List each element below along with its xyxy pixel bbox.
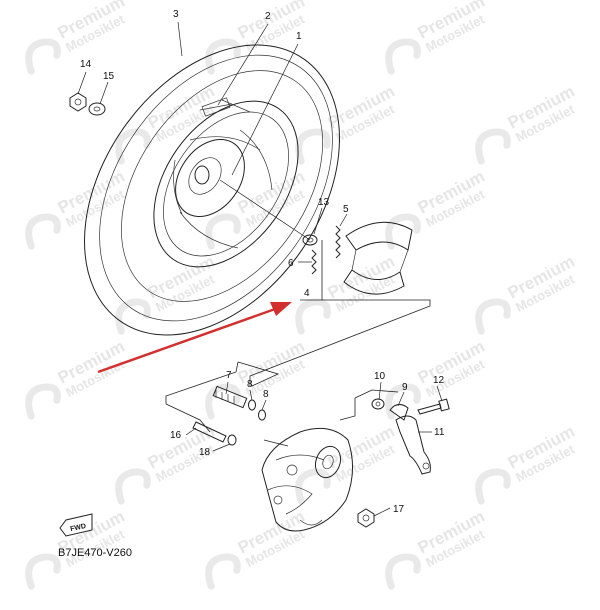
callout-6: 6	[288, 258, 294, 269]
wheel-rim	[153, 97, 299, 268]
watermark-logo-icon	[295, 298, 331, 335]
watermark-logo-icon	[25, 213, 61, 250]
watermark-logo-icon	[475, 128, 511, 165]
brake-lever-11	[395, 415, 431, 475]
callout-1: 1	[296, 31, 302, 42]
callout-3: 3	[173, 9, 179, 20]
callout-12: 12	[433, 375, 445, 386]
watermark-logo-icon	[475, 298, 511, 335]
watermark-logo-icon	[115, 298, 151, 335]
watermark-logo-icon	[385, 213, 421, 250]
watermark-logo-icon	[205, 213, 241, 250]
watermark-logo-icon	[205, 383, 241, 420]
callout-16: 16	[170, 430, 182, 441]
leader-lines	[77, 21, 443, 517]
pin-16	[192, 421, 227, 443]
drawing-code: B7JE470-V260	[58, 547, 132, 559]
callout-14: 14	[80, 59, 92, 70]
spring-5	[335, 225, 341, 259]
watermark-logo-icon	[115, 128, 151, 165]
washer-15	[88, 102, 106, 116]
callout-7: 7	[226, 370, 232, 381]
watermark-logo-icon	[385, 38, 421, 75]
callout-17: 17	[393, 504, 405, 515]
callout-5: 5	[343, 204, 349, 215]
callout-9: 9	[402, 382, 408, 393]
watermark-logo-icon	[385, 553, 421, 590]
callout-8b: 8	[263, 389, 269, 400]
fwd-direction-icon: FWD	[59, 513, 93, 537]
watermark-logo-icon	[295, 468, 331, 505]
callout-11: 11	[434, 427, 445, 438]
rear-gear-case	[261, 427, 353, 532]
callout-2: 2	[265, 11, 271, 22]
brake-shoe-assembly	[343, 221, 413, 295]
collar-18	[227, 434, 237, 446]
nut-14	[69, 92, 87, 112]
watermark-logo-icon	[385, 383, 421, 420]
callout-4: 4	[304, 288, 310, 299]
o-ring-8b	[258, 409, 266, 421]
washer-13	[302, 234, 318, 246]
callout-18: 18	[199, 447, 211, 458]
callout-15: 15	[103, 71, 115, 82]
brake-camshaft-7	[212, 385, 248, 409]
o-ring-8a	[248, 399, 256, 411]
nut-17	[357, 508, 375, 528]
fwd-badge-label: FWD	[70, 523, 87, 533]
rear-tire	[84, 44, 340, 336]
callout-labels: 3 2 1 14 15 13 5 6 4 7 8 8 10 9 12 16 18…	[80, 9, 445, 515]
watermark-logo-icon	[115, 468, 151, 505]
watermark-logo-icon	[295, 128, 331, 165]
plate-9	[389, 404, 409, 421]
watermark-logo-icon	[205, 553, 241, 590]
watermark-logo-icon	[25, 383, 61, 420]
watermark-logo-icon	[475, 468, 511, 505]
watermark-logo-icon	[205, 38, 241, 75]
washer-10	[371, 398, 385, 410]
watermark-logo-icon	[25, 553, 61, 590]
callout-13: 13	[318, 197, 330, 208]
callout-10: 10	[374, 371, 386, 382]
callout-8a: 8	[247, 379, 253, 390]
red-pointer-arrow	[97, 302, 292, 374]
spring-6	[311, 249, 317, 275]
assembly-frame	[165, 240, 431, 447]
watermark-logo-icon	[25, 38, 61, 75]
bolt-12	[417, 398, 450, 415]
